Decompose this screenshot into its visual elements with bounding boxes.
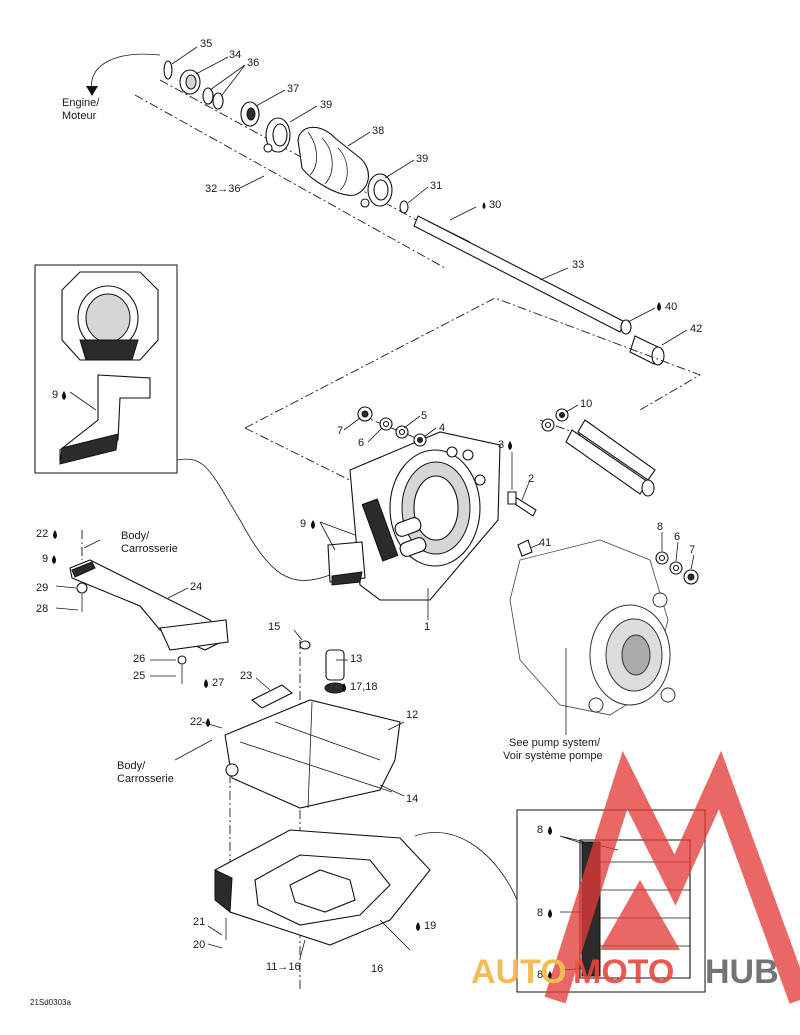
- callout-22a: 22: [36, 528, 48, 540]
- callout-8c: 8: [537, 969, 543, 981]
- callout-34: 34: [229, 49, 241, 61]
- callout-37: 37: [287, 83, 299, 95]
- callout-33: 33: [572, 259, 584, 271]
- watermark-auto: AUTO: [471, 953, 567, 991]
- callout-2: 2: [528, 473, 534, 485]
- fasteners-group-a: [343, 406, 437, 447]
- callout-40: 40: [665, 301, 677, 313]
- callout-31: 31: [430, 180, 442, 192]
- callout-22b: 22: [190, 716, 202, 728]
- callout-17-18: 17,18: [350, 681, 378, 693]
- body-label-top-line1: Body/: [121, 530, 150, 542]
- callout-6a: 6: [358, 437, 364, 449]
- callout-32: 32→36: [205, 183, 240, 195]
- callout-27: 27: [212, 677, 224, 689]
- callout-9a: 9: [52, 389, 58, 401]
- callout-30: 30: [489, 199, 501, 211]
- body-label-bottom-line2: Carrosserie: [117, 773, 174, 785]
- callout-5: 5: [421, 410, 427, 422]
- body-label-bottom-line1: Body/: [117, 760, 146, 772]
- callout-42: 42: [690, 323, 702, 335]
- callout-13: 13: [350, 653, 362, 665]
- pump-system-label-line2: Voir système pompe: [503, 750, 603, 762]
- callout-39b: 39: [416, 153, 428, 165]
- callout-7a: 7: [337, 425, 343, 437]
- callout-15: 15: [268, 621, 280, 633]
- lubricant-drop-icons: [52, 202, 661, 980]
- callout-6b: 6: [674, 531, 680, 543]
- engine-label-line1: Engine/: [62, 97, 100, 109]
- callout-14: 14: [406, 793, 418, 805]
- callout-12: 12: [406, 709, 418, 721]
- intake-grate-11-16: [207, 829, 431, 959]
- fasteners-group-b: [541, 404, 699, 585]
- callout-7b: 7: [689, 544, 695, 556]
- body-label-top-line2: Carrosserie: [121, 543, 178, 555]
- pump-system-label-line1: See pump system/: [509, 737, 601, 749]
- callout-25: 25: [133, 670, 145, 682]
- callout-10: 10: [580, 398, 592, 410]
- drive-shaft-assembly: [86, 46, 688, 366]
- callout-38: 38: [372, 125, 384, 137]
- callout-28: 28: [36, 603, 48, 615]
- callout-3: 3: [498, 439, 504, 451]
- inset-ride-plate-detail: [34, 264, 331, 581]
- callout-8: 8: [657, 521, 663, 533]
- watermark-hub: HUB: [705, 953, 779, 991]
- ride-plate-bracket-24: [55, 530, 229, 684]
- engine-label-line2: Moteur: [62, 110, 97, 122]
- automotohub-watermark: AUTO MOTO HUB: [471, 750, 800, 1004]
- callout-36: 36: [247, 57, 259, 69]
- callout-1: 1: [424, 621, 430, 633]
- bolt-2-41: [507, 452, 541, 557]
- text-labels: Engine/ Moteur Body/ Carrosserie Body/ C…: [30, 97, 603, 1007]
- ride-plate-12: [174, 629, 405, 809]
- callout-26: 26: [133, 653, 145, 665]
- callout-35: 35: [200, 38, 212, 50]
- watermark-moto: MOTO: [573, 953, 674, 991]
- diagram-code: 21Sd0303a: [30, 998, 71, 1007]
- callout-23: 23: [240, 670, 252, 682]
- callout-9b: 9: [300, 518, 306, 530]
- jet-pump-outline: [509, 539, 676, 735]
- callout-9c: 9: [42, 553, 48, 565]
- callout-labels: 35 34 36 37 39 38 39 31 30 33 40 42 32→3…: [36, 38, 702, 981]
- callout-8b: 8: [537, 907, 543, 919]
- callout-29: 29: [36, 582, 48, 594]
- callout-11-16: 11→16: [266, 961, 301, 973]
- callout-20: 20: [193, 939, 205, 951]
- callout-21: 21: [193, 916, 205, 928]
- callout-41: 41: [539, 537, 551, 549]
- callout-24: 24: [190, 581, 202, 593]
- callout-8a: 8: [537, 824, 543, 836]
- callout-16: 16: [371, 963, 383, 975]
- pump-support-housing: [319, 431, 501, 620]
- callout-4: 4: [439, 422, 445, 434]
- callout-39a: 39: [320, 99, 332, 111]
- callout-19: 19: [424, 920, 436, 932]
